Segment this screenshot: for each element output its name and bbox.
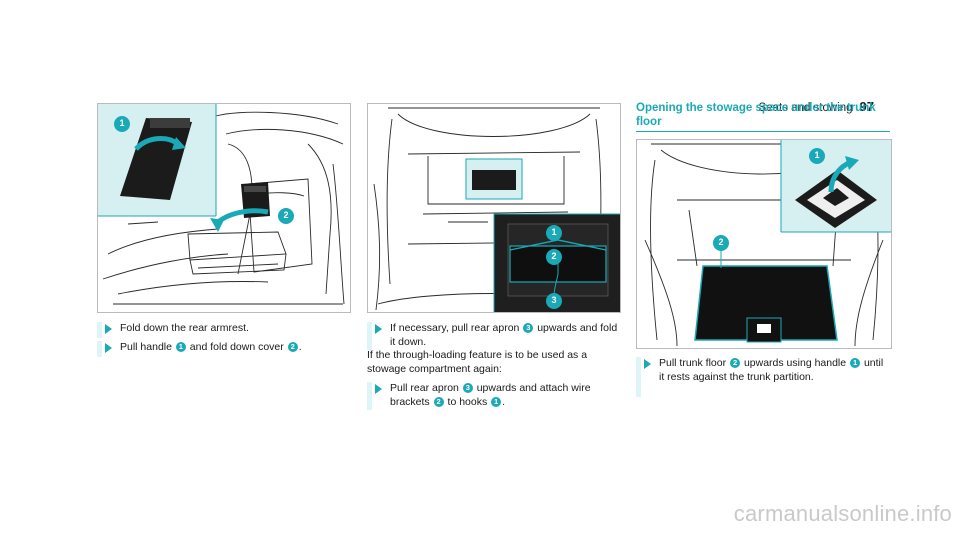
heading-rule <box>636 131 890 132</box>
callout-3: 3 <box>551 295 557 305</box>
step-text: Pull rear apron 3 upwards and attach wir… <box>390 382 591 408</box>
callout-1: 1 <box>814 150 820 160</box>
watermark: carmanualsonline.info <box>733 501 952 526</box>
step-text: If necessary, pull rear apron 3 upwards … <box>390 322 618 348</box>
page-number: 97 <box>859 99 874 114</box>
illustration-rear-armrest: 1 2 <box>97 103 351 313</box>
step-text: Pull trunk floor 2 upwards using handle … <box>659 357 884 383</box>
page-header: Seats and stowing 97 <box>759 99 874 114</box>
section-title: Seats and stowing <box>758 102 853 114</box>
callout-2: 2 <box>283 210 289 220</box>
instruction-step: If necessary, pull rear apron 3 upwards … <box>367 322 621 350</box>
step-arrow-icon <box>105 343 112 353</box>
instruction-step: Pull trunk floor 2 upwards using handle … <box>636 357 890 397</box>
step-arrow-icon <box>375 324 382 334</box>
illustration-trunk-apron: 1 2 3 <box>367 103 621 313</box>
step-arrow-icon <box>375 384 382 394</box>
instruction-step: Pull handle 1 and fold down cover 2. <box>97 341 349 357</box>
step-arrow-icon <box>644 359 651 369</box>
section-heading: Opening the stowage space under the trun… <box>636 102 876 128</box>
instruction-note: If the through-loading feature is to be … <box>367 349 588 375</box>
illustration-trunk-floor: 1 2 <box>636 139 892 349</box>
callout-2: 2 <box>718 237 724 247</box>
callout-1: 1 <box>119 118 125 128</box>
step-text: Fold down the rear armrest. <box>120 322 249 334</box>
instruction-step: Pull rear apron 3 upwards and attach wir… <box>367 382 621 410</box>
callout-2: 2 <box>551 251 557 261</box>
step-text: Pull handle 1 and fold down cover 2. <box>120 341 302 353</box>
callout-1: 1 <box>551 227 557 237</box>
instruction-step: Fold down the rear armrest. <box>97 322 349 338</box>
step-arrow-icon <box>105 324 112 334</box>
